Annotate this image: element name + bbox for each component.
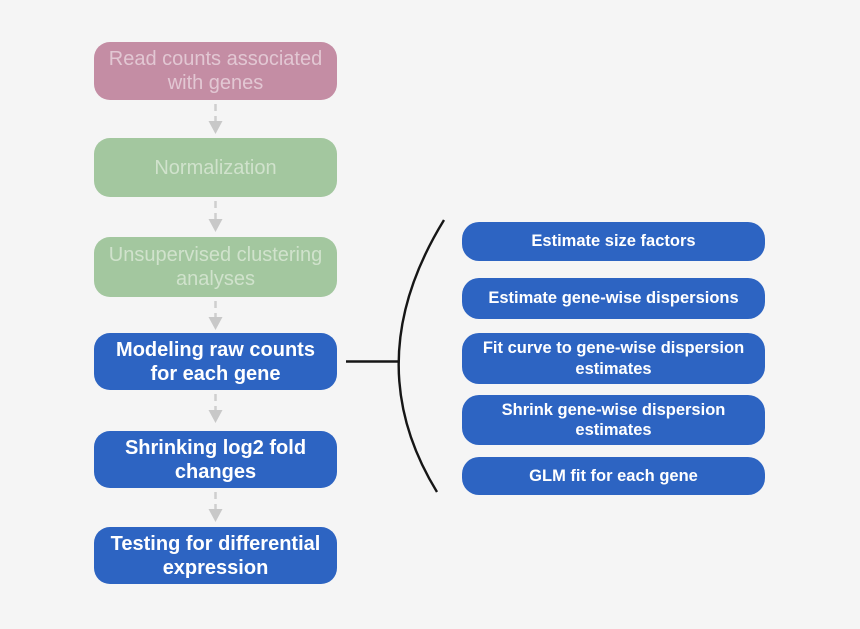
flow-arrow-5 xyxy=(208,492,223,522)
brace-arc xyxy=(397,219,446,493)
substep-shrink-gene-wise-dispersion: Shrink gene-wise dispersion estimates xyxy=(462,395,765,445)
step-modeling-raw-counts: Modeling raw counts for each gene xyxy=(94,333,337,390)
step-unsupervised-clustering: Unsupervised clustering analyses xyxy=(94,237,337,297)
flow-arrow-1 xyxy=(208,104,223,134)
flow-arrow-4 xyxy=(208,394,223,423)
flow-arrow-3 xyxy=(208,301,223,330)
step-normalization: Normalization xyxy=(94,138,337,197)
substep-estimate-size-factors: Estimate size factors xyxy=(462,222,765,261)
substep-fit-curve-gene-wise-dispersion: Fit curve to gene-wise dispersion estima… xyxy=(462,333,765,384)
substep-glm-fit-each-gene: GLM fit for each gene xyxy=(462,457,765,495)
step-shrinking-log2-fold-changes: Shrinking log2 fold changes xyxy=(94,431,337,488)
substep-estimate-gene-wise-dispersions: Estimate gene-wise dispersions xyxy=(462,278,765,319)
flow-arrow-2 xyxy=(208,201,223,232)
step-read-counts: Read counts associated with genes xyxy=(94,42,337,100)
step-testing-differential-expression: Testing for differential expression xyxy=(94,527,337,584)
